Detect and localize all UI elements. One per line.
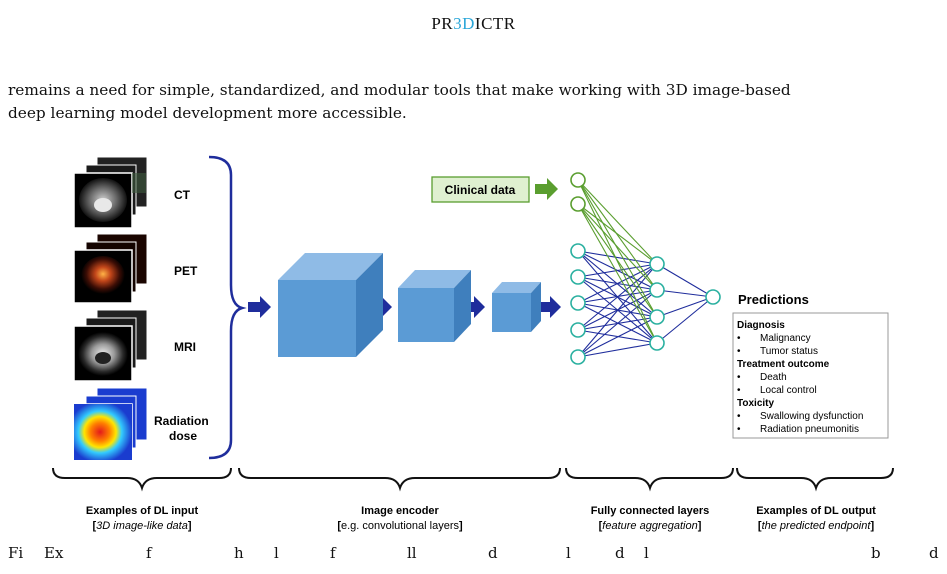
body-paragraph: remains a need for simple, standardized,… (8, 79, 943, 125)
brace-input (52, 467, 232, 492)
pred-item: Malignancy (760, 333, 811, 344)
section-labels: Examples of DL input [3D image-like data… (86, 505, 876, 532)
section-title-output: Examples of DL output (756, 505, 876, 517)
paragraph-line: remains a need for simple, standardized,… (8, 81, 791, 99)
brace-fc (565, 467, 734, 492)
fc-nodes (570, 172, 721, 365)
clinical-edge (577, 203, 658, 344)
pred-item: Death (760, 372, 787, 383)
fc-edge (577, 263, 658, 358)
caption-fragment: h (234, 544, 244, 562)
dose-image-stack (73, 387, 148, 461)
caption-fragment: d (488, 544, 498, 562)
clinical-edge (577, 203, 658, 318)
pred-item: Swallowing dysfunction (760, 411, 863, 422)
clinical-node (570, 172, 586, 188)
caption-fragment: b (871, 544, 881, 562)
predictions-box (732, 312, 889, 439)
section-title-fc: Fully connected layers (591, 505, 710, 517)
section-title-input: Examples of DL input (86, 505, 199, 517)
hidden-node (649, 282, 665, 298)
caption-fragment: l (274, 544, 279, 562)
figure-caption-clipped: Fi Ex f h l f ll d l d l b d (0, 544, 947, 574)
fc-edge (577, 342, 658, 358)
clinical-edge (577, 179, 658, 344)
section-sub-encoder: [e.g. convolutional layers] (337, 520, 463, 532)
pet-image-stack (73, 233, 148, 304)
input-node (570, 269, 586, 285)
fc-edge (656, 263, 714, 298)
paragraph-line: deep learning model development more acc… (8, 104, 407, 122)
section-braces (52, 467, 894, 492)
fc-edge (577, 316, 658, 358)
fc-connections (577, 179, 714, 358)
encoder-cube-medium (398, 270, 471, 342)
output-node (705, 289, 721, 305)
hidden-node (649, 256, 665, 272)
fc-edge (577, 250, 658, 265)
modality-label-pet: PET (174, 264, 198, 278)
ct-image-stack (73, 156, 148, 229)
bullet: • (737, 385, 741, 396)
hidden-node (649, 335, 665, 351)
fc-edge (656, 296, 714, 344)
clinical-arrow (535, 178, 558, 200)
caption-fragment: d (615, 544, 625, 562)
caption-fragment: f (146, 544, 152, 562)
section-sub-input: [3D image-like data] (92, 520, 191, 532)
clinical-edge (577, 203, 658, 291)
clinical-edge (577, 179, 658, 291)
fc-edge (656, 289, 714, 298)
modality-label-ct: CT (174, 188, 191, 202)
pred-item: Tumor status (760, 346, 818, 357)
fc-edge (577, 263, 658, 304)
bullet: • (737, 424, 741, 435)
modality-label-mri: MRI (174, 340, 196, 354)
encoder-cube-small (492, 282, 541, 332)
mri-image-stack (73, 309, 148, 382)
pred-item: Radiation pneumonitis (760, 424, 859, 435)
caption-fragment: Fi (8, 544, 24, 562)
predictions-title: Predictions (738, 292, 809, 307)
encoder-cube-large (278, 253, 383, 357)
pred-item: Local control (760, 385, 817, 396)
predictions-list: Diagnosis • Malignancy • Tumor status Tr… (737, 320, 863, 435)
caption-fragment: f (330, 544, 336, 562)
input-curly-brace (208, 155, 247, 460)
bullet: • (737, 346, 741, 357)
input-node (570, 295, 586, 311)
fc-edge (656, 296, 714, 318)
running-header: PR3DICTR (431, 14, 516, 33)
caption-fragment: ll (407, 544, 417, 562)
clinical-data-label: Clinical data (445, 183, 516, 197)
bullet: • (737, 411, 741, 422)
caption-fragment: d (929, 544, 939, 562)
clinical-edge (577, 203, 658, 265)
caption-fragment: l (566, 544, 571, 562)
bullet: • (737, 372, 741, 383)
clinical-data-box (431, 176, 530, 203)
clinical-edge (577, 179, 658, 265)
modality-label-dose: Radiation dose (154, 414, 212, 443)
input-node (570, 349, 586, 365)
pred-heading: Treatment outcome (737, 359, 830, 370)
bullet: • (737, 333, 741, 344)
fc-edge (577, 289, 658, 358)
hidden-node (649, 309, 665, 325)
fc-edge (577, 263, 658, 278)
pred-heading: Diagnosis (737, 320, 785, 331)
brace-output (736, 467, 894, 492)
brace-encoder (238, 467, 561, 492)
clinical-node (570, 196, 586, 212)
input-node (570, 322, 586, 338)
section-title-encoder: Image encoder (361, 505, 439, 517)
section-sub-fc: [feature aggregation] (599, 520, 702, 532)
clinical-edge (577, 179, 658, 318)
section-sub-output: [the predicted endpoint] (758, 520, 875, 532)
caption-fragment: l (644, 544, 649, 562)
input-node (570, 243, 586, 259)
caption-fragment: Ex (44, 544, 64, 562)
pred-heading: Toxicity (737, 398, 774, 409)
